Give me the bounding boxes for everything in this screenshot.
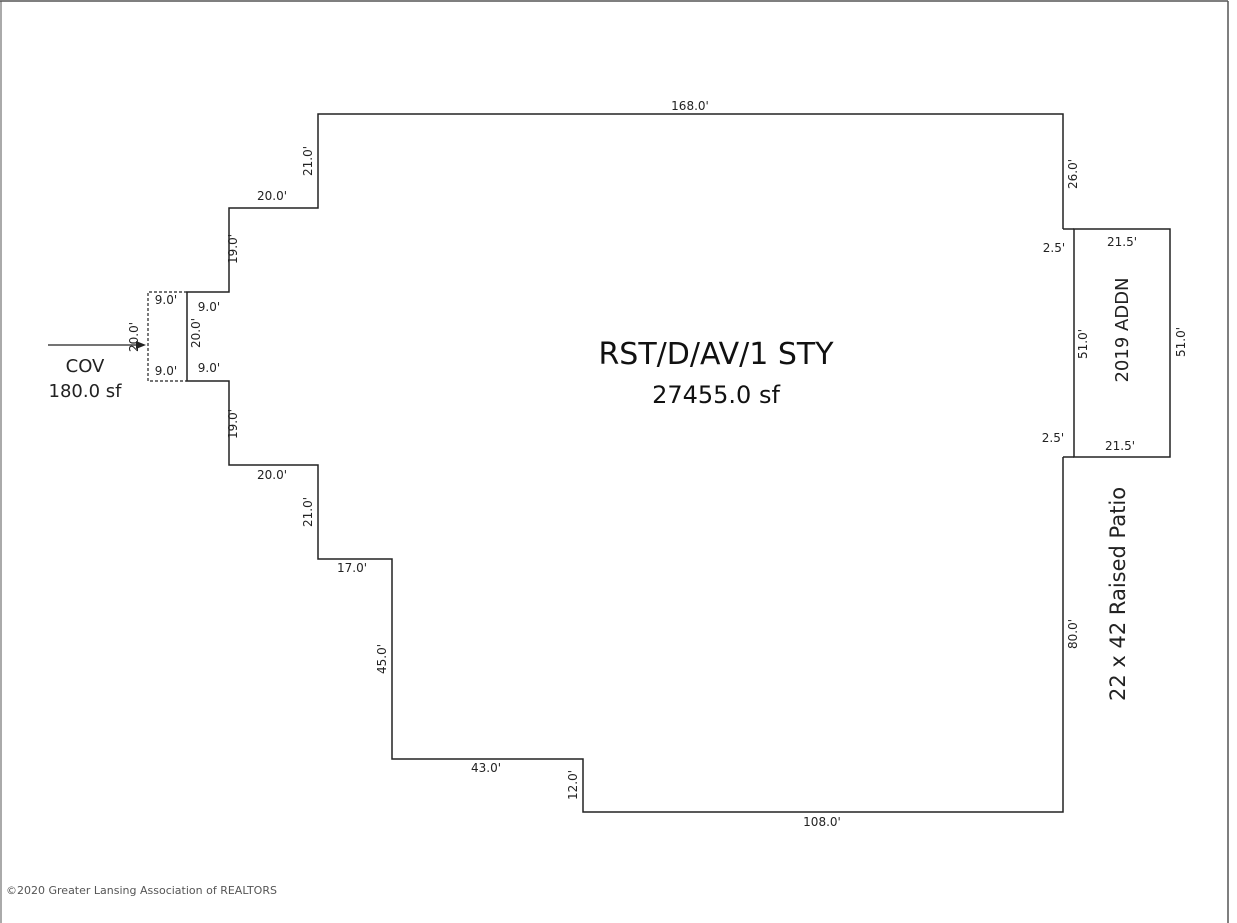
addn-dim-left: 51.0' [1076,329,1090,359]
dim-right-upper: 26.0' [1066,159,1080,189]
dim-lower-step: 17.0' [337,561,367,575]
patio-label: 22 x 42 Raised Patio [1106,487,1130,701]
dim-bottom-right: 108.0' [803,815,841,829]
covered-entry-outline [147,291,187,382]
main-area-label: RST/D/AV/1 STY [598,337,834,372]
main-area-sf: 27455.0 sf [652,381,780,409]
dim-left-upper-step-vertical: 21.0' [301,146,315,176]
main-building-outline [186,113,1064,813]
dim-entry-bottom: 9.0' [198,361,220,375]
copyright-text: ©2020 Greater Lansing Association of REA… [6,884,277,897]
dim-left-lower-vertical: 19.0' [226,409,240,439]
addn-dim-offset-bottom: 2.5' [1042,431,1064,445]
addition-label: 2019 ADDN [1112,277,1133,382]
dim-left-lower-horizontal: 20.0' [257,468,287,482]
cov-label: COV [66,356,105,377]
cov-dim-bottom: 9.0' [155,364,177,378]
cov-area: 180.0 sf [49,381,123,402]
addn-dim-bottom: 21.5' [1105,439,1135,453]
dim-left-upper-vertical: 19.0' [226,234,240,264]
addition-outline [1073,228,1171,458]
dim-entry-vertical: 20.0' [189,318,203,348]
cov-dim-left: 20.0' [127,322,141,352]
addn-dim-offset-top: 2.5' [1043,241,1065,255]
dim-bottom-mid: 43.0' [471,761,501,775]
dim-left-lower-step-vertical: 21.0' [301,497,315,527]
dim-lower-left-vertical: 45.0' [375,644,389,674]
dim-left-upper-horizontal: 20.0' [257,189,287,203]
addn-dim-right: 51.0' [1174,327,1188,357]
entry-arrow-icon [136,341,146,349]
addn-dim-top: 21.5' [1107,235,1137,249]
cov-dim-top: 9.0' [155,293,177,307]
dim-notch-vertical: 12.0' [566,770,580,800]
dim-top: 168.0' [671,99,709,113]
dim-right-lower: 80.0' [1066,619,1080,649]
dim-entry-top: 9.0' [198,300,220,314]
